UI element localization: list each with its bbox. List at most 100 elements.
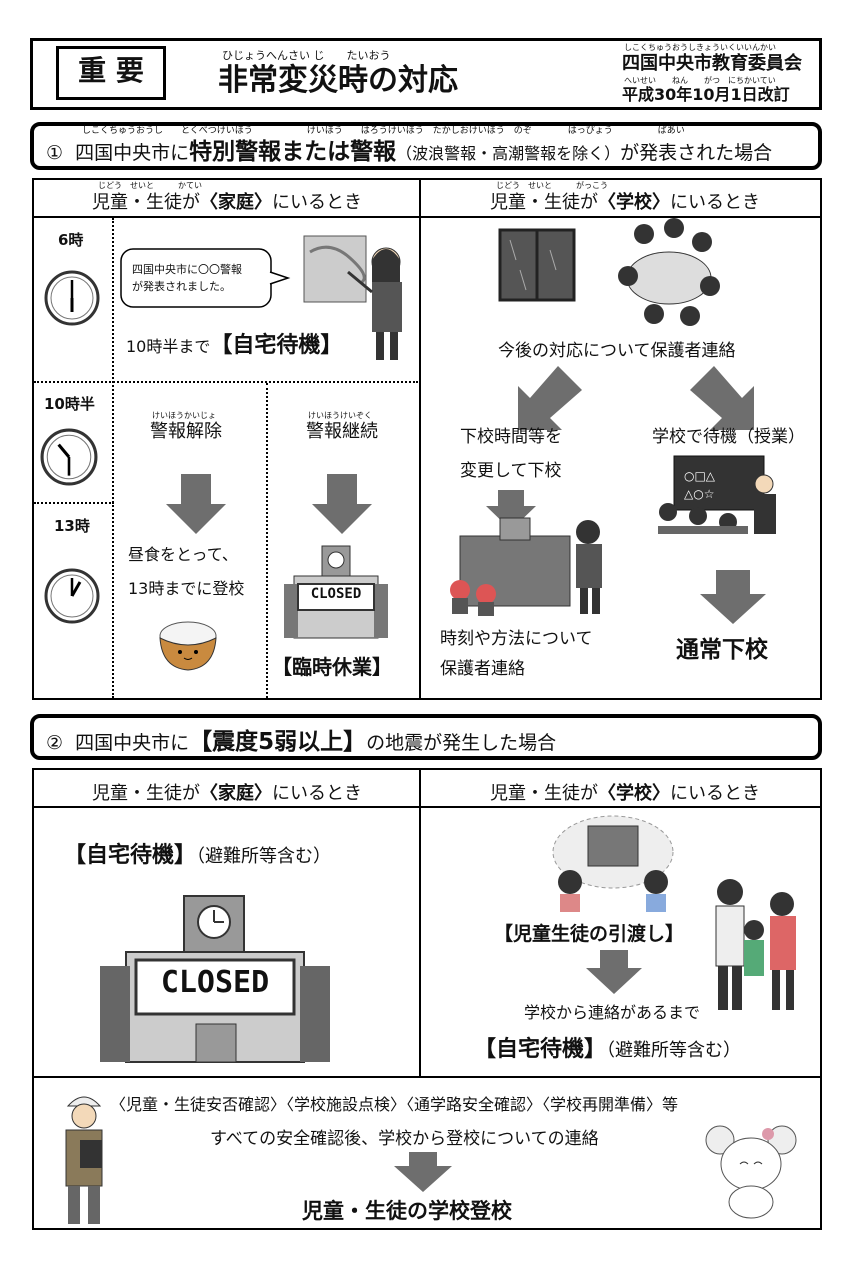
s2-home-wait-bold: 【自宅待機】 — [64, 843, 197, 868]
arrow-down-lift — [166, 474, 226, 534]
s2-home-post: にいるとき — [272, 783, 362, 804]
arrow-down-right-diag — [690, 366, 754, 430]
family-pickup-illustration — [715, 879, 796, 1010]
s2-home-wait-rest: （避難所等含む） — [196, 846, 332, 867]
contact-guardians: 今後の対応について保護者連絡 — [498, 341, 736, 361]
section2-bottom-line — [32, 1076, 822, 1078]
weather-presenter-illustration — [303, 235, 402, 360]
closed-school-small-illustration — [284, 545, 388, 639]
cont-ruby: けいほうけいぞく — [308, 411, 372, 420]
svg-text:○□△: ○□△ — [684, 469, 716, 483]
s1-school-header: 児童・生徒が〈学校〉にいるとき — [490, 193, 760, 213]
change-time-line2: 変更して下校 — [460, 461, 562, 481]
method-line1: 時刻や方法について — [440, 629, 593, 649]
lunch-line1: 昼食をとって、 — [128, 545, 238, 564]
section2-pre: 四国中央市に — [75, 732, 190, 754]
header-frame — [30, 38, 822, 110]
arrow-down-handover — [586, 950, 642, 994]
section1-heading-frame — [30, 122, 822, 170]
important-badge-text: 重 要 — [78, 54, 144, 87]
s1-home-post: にいるとき — [272, 192, 362, 213]
s2-school-header: 児童・生徒が〈学校〉にいるとき — [490, 784, 760, 804]
worker-illustration — [65, 1096, 103, 1224]
s1-school-bold: 〈学校〉 — [598, 192, 670, 213]
warning-bubble-text: 四国中央市に〇〇警報 が発表されました。 — [132, 263, 242, 293]
arrow-down-early-dismissal — [486, 490, 536, 530]
clock-13-icon — [44, 568, 100, 624]
title-ruby: ひじょうへんさい じ たいおう — [222, 49, 391, 62]
after-safety-contact: すべての安全確認後、学校から登校についての連絡 — [210, 1129, 599, 1149]
s2-school-bold: 〈学校〉 — [598, 783, 670, 804]
time-13: 13時 — [54, 517, 90, 535]
closed-sign-large: CLOSED — [160, 965, 270, 1000]
s1-school-post: にいるとき — [670, 192, 760, 213]
section2-divider — [419, 768, 421, 1076]
time-6: 6時 — [58, 231, 84, 249]
section1-header-line — [32, 216, 822, 218]
s1-school-pre: 児童・生徒が — [490, 192, 598, 213]
child-handover: 【児童生徒の引渡し】 — [494, 923, 685, 945]
s1-home-header: 児童・生徒が〈家庭〉にいるとき — [92, 193, 362, 213]
wait-pre: 10時半まで — [126, 337, 211, 356]
s2-school-wait-bold: 【自宅待機】 — [474, 1037, 607, 1062]
s1-home-bold: 〈家庭〉 — [200, 192, 272, 213]
speech-bubble-shape — [120, 248, 291, 308]
arrow-down-normal — [700, 570, 766, 624]
wait-at-school: 学校で待機（授業） — [652, 427, 805, 447]
method-line2: 保護者連絡 — [440, 659, 525, 679]
classroom-illustration: ○□△△○☆ — [658, 455, 776, 534]
time-column-line — [112, 218, 114, 698]
s1-home-pre: 児童・生徒が — [92, 192, 200, 213]
row-line-2 — [34, 502, 114, 504]
time-1030: 10時半 — [44, 395, 95, 413]
org-name: 四国中央市教育委員会 — [622, 53, 802, 74]
split-column-line — [266, 383, 268, 698]
s2-school-wait: 【自宅待機】（避難所等含む） — [474, 1037, 742, 1062]
section1-heading: ① 四国中央市に特別警報または警報（波浪警報・高潮警報を除く）が発表された場合 — [46, 139, 772, 165]
rice-bowl-icon — [159, 621, 217, 671]
s2-home-pre: 児童・生徒が — [92, 783, 200, 804]
arrow-down-final — [394, 1152, 452, 1192]
s2-school-pre: 児童・生徒が — [490, 783, 598, 804]
section1-ruby: しこくちゅうおうし とくべつけいほう けいほう はろうけいほう たかしおけいほう… — [82, 126, 685, 136]
teachers-meeting-illustration — [618, 218, 720, 326]
clock-1030-icon — [40, 428, 98, 486]
until-school-contact: 学校から連絡があるまで — [524, 1003, 701, 1022]
closed-school-large-illustration — [100, 895, 330, 1063]
students-return: 児童・生徒の学校登校 — [302, 1199, 512, 1223]
revision-date: 平成30年10月1日改訂 — [622, 85, 790, 104]
wait-until-1030: 10時半まで【自宅待機】 — [126, 333, 343, 358]
school-dismissal-illustration — [450, 517, 602, 616]
section2-post: の地震が発生した場合 — [366, 732, 557, 754]
section1-paren: （波浪警報・高潮警報を除く） — [396, 144, 621, 163]
section2-bold: 【震度5弱以上】 — [189, 729, 367, 755]
warning-lifted: 警報解除 — [150, 421, 222, 442]
section1-table — [32, 178, 822, 700]
safety-checks: 〈児童・生徒安否確認〉〈学校施設点検〉〈通学路安全確認〉〈学校再開準備〉等 — [110, 1095, 679, 1114]
section2-header-line — [32, 806, 822, 808]
warning-continued: 警報継続 — [306, 421, 378, 442]
s2-home-bold: 〈家庭〉 — [200, 783, 272, 804]
normal-dismissal: 通常下校 — [676, 637, 768, 663]
s2-school-wait-rest: （避難所等含む） — [606, 1040, 742, 1061]
section2-heading-frame — [30, 714, 822, 760]
clock-6-icon — [44, 270, 100, 326]
org-ruby: しこくちゅうおうしきょういくいいんかい — [624, 43, 776, 52]
s2-home-wait: 【自宅待機】（避難所等含む） — [64, 843, 332, 868]
lift-ruby: けいほうかいじょ — [152, 411, 216, 420]
section1-bold: 特別警報または警報 — [189, 139, 397, 165]
page-title: 非常変災時の対応 — [218, 63, 458, 98]
section1-divider — [419, 178, 421, 700]
important-badge — [56, 46, 166, 100]
lunch-line2: 13時までに登校 — [128, 579, 245, 598]
s1-home-ruby: じどう せいと かてい — [98, 181, 202, 190]
s2-home-header: 児童・生徒が〈家庭〉にいるとき — [92, 784, 362, 804]
arrow-down-left-diag — [518, 366, 582, 430]
mascot-mouse-illustration — [705, 1125, 797, 1219]
temporary-closure: 【臨時休業】 — [272, 655, 392, 679]
home-wait-bold: 【自宅待機】 — [210, 333, 343, 358]
row-line-1 — [34, 381, 418, 383]
change-time-line1: 下校時間等を — [460, 427, 562, 447]
section1-num: ① — [46, 142, 64, 164]
earthquake-school-illustration — [552, 815, 674, 912]
